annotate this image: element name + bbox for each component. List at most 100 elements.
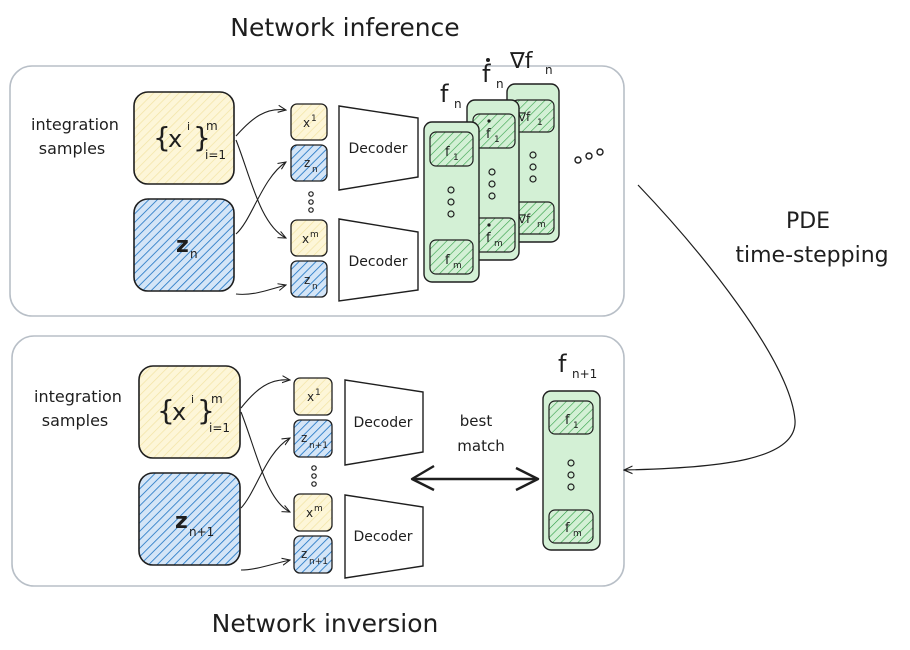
svg-text:m: m	[453, 261, 462, 271]
svg-text:x: x	[168, 125, 182, 153]
inference-latent-box	[133, 198, 235, 292]
svg-text:f: f	[565, 521, 570, 536]
svg-text:{: {	[157, 394, 175, 427]
svg-text:n: n	[454, 97, 462, 111]
inversion-samples-label-line1: integration	[34, 387, 122, 406]
svg-text:f: f	[486, 127, 491, 142]
svg-text:1: 1	[453, 153, 459, 163]
svg-text:z: z	[304, 156, 310, 170]
inversion-input-xm	[293, 493, 333, 532]
svg-text:}: }	[197, 394, 215, 427]
svg-text:f: f	[445, 145, 450, 160]
svg-text:m: m	[211, 392, 223, 406]
svg-text:n: n	[545, 63, 553, 77]
inversion-decoder-top	[344, 379, 424, 466]
svg-text:m: m	[310, 230, 319, 240]
more-outputs-dots	[574, 148, 604, 164]
inference-latent-label: z n	[176, 233, 198, 261]
svg-text:∇f: ∇f	[509, 49, 534, 74]
svg-text:i: i	[187, 120, 190, 133]
inversion-input-zm	[293, 535, 333, 574]
inference-input-x1	[290, 103, 328, 141]
inversion-latent-label: z n+1	[175, 509, 214, 539]
svg-text:x: x	[302, 232, 309, 246]
inference-set-notation: { x i } m i=1	[153, 119, 226, 162]
svg-text:m: m	[314, 504, 323, 514]
svg-text:m: m	[537, 220, 546, 230]
arrow-inv-latent-to-z1	[240, 438, 290, 509]
best-match-label-line1: best	[460, 412, 493, 430]
svg-text:z: z	[301, 431, 307, 445]
inference-decoder-top-label: Decoder	[349, 141, 408, 157]
time-stepping-label: time-stepping	[735, 243, 888, 268]
svg-text:1: 1	[315, 388, 321, 398]
inversion-input-z1-label: zn+1	[301, 431, 328, 451]
svg-text:}: }	[193, 121, 211, 154]
svg-text:m: m	[206, 119, 218, 133]
pde-label: PDE	[786, 209, 830, 234]
svg-text:f: f	[445, 253, 450, 268]
svg-text:x: x	[303, 116, 310, 130]
arrow-inv-samples-to-x1	[240, 380, 290, 409]
inference-input-z1	[290, 144, 328, 182]
svg-text:n: n	[190, 247, 198, 261]
svg-text:x: x	[307, 390, 314, 404]
svg-text:1: 1	[494, 135, 500, 145]
inversion-samples-label-line2: samples	[42, 411, 109, 430]
title-network-inference: Network inference	[230, 13, 459, 42]
arrow-inv-latent-to-zm	[240, 560, 290, 571]
svg-text:i: i	[191, 393, 194, 406]
svg-text:f: f	[440, 80, 449, 108]
svg-text:n+1: n+1	[309, 441, 328, 451]
inversion-input-dots	[311, 465, 317, 487]
svg-text:i=1: i=1	[205, 148, 226, 162]
arrow-latent-to-zm	[235, 285, 286, 295]
inference-decoder-bottom-label: Decoder	[349, 254, 408, 270]
svg-text:i=1: i=1	[209, 421, 230, 435]
svg-text:n: n	[496, 77, 504, 91]
svg-text:1: 1	[537, 118, 543, 128]
arrow-samples-to-xm	[235, 139, 286, 238]
inference-panel	[9, 65, 625, 317]
title-network-inversion: Network inversion	[212, 609, 439, 638]
inference-decoder-bottom	[338, 218, 419, 302]
svg-text:n: n	[312, 282, 318, 292]
svg-text:n+1: n+1	[189, 525, 214, 539]
best-match-double-arrow	[410, 464, 540, 492]
svg-text:n+1: n+1	[572, 367, 597, 381]
inversion-decoder-top-label: Decoder	[354, 415, 413, 431]
inference-samples-box	[133, 91, 235, 185]
inversion-set-notation: { x i } m i=1	[157, 392, 230, 435]
svg-text:∇f: ∇f	[517, 212, 531, 226]
inference-samples-label-line1: integration	[31, 115, 119, 134]
inversion-input-zm-label: zn+1	[301, 547, 328, 567]
inversion-input-x1	[293, 377, 333, 416]
inversion-panel	[11, 335, 625, 587]
inference-input-xm	[290, 219, 328, 257]
svg-text:1: 1	[311, 114, 317, 124]
inversion-input-z1	[293, 419, 333, 458]
inversion-samples-box	[138, 365, 241, 459]
arrow-latent-to-z1	[235, 162, 286, 235]
inference-input-dots	[308, 191, 314, 213]
svg-text:n: n	[312, 165, 318, 175]
svg-text:z: z	[304, 273, 310, 287]
svg-text:1: 1	[573, 421, 579, 431]
svg-text:m: m	[573, 529, 582, 539]
inference-input-zm	[290, 260, 328, 298]
svg-text:x: x	[306, 506, 313, 520]
svg-text:z: z	[176, 233, 189, 258]
svg-text:f: f	[486, 231, 491, 246]
